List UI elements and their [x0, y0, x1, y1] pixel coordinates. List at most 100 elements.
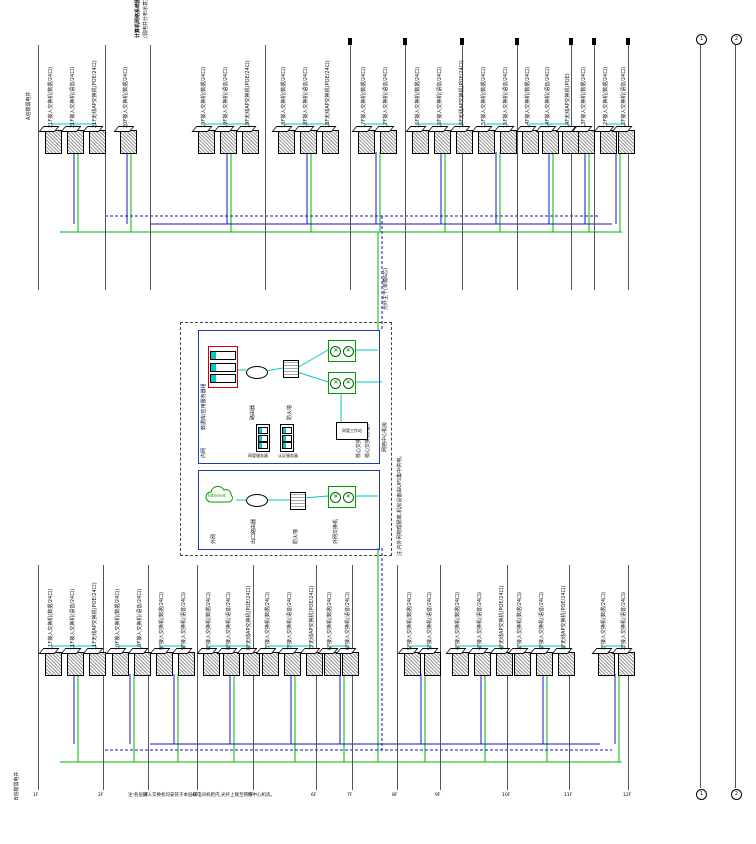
switch-icon	[112, 652, 129, 676]
device-label: 15F接入交换机(数据/24口)	[481, 66, 487, 128]
device-label: 3F无线AP交换机(POE/24口)	[561, 585, 567, 650]
switch-icon	[578, 130, 595, 154]
floor-tag: 5F	[248, 793, 254, 798]
floor-separator	[38, 45, 39, 290]
switch-icon	[618, 130, 635, 154]
floor-tag: 3F	[143, 793, 149, 798]
device-label: 3F接入交换机(语音/24口)	[539, 591, 545, 650]
switch-icon	[67, 652, 84, 676]
device-label: 18F接入交换机(语音/24口)	[303, 66, 309, 128]
device-label: 9F接入交换机(语音/24口)	[181, 591, 187, 650]
floor-tag: 6F	[311, 793, 317, 798]
switch-icon	[358, 130, 375, 154]
switch-icon	[203, 652, 220, 676]
core-switch-backup-icon: ✕ ✕	[328, 372, 356, 394]
intranet-zone-label: 内网	[201, 447, 207, 458]
device-label: 16F接入交换机(语音/24口)	[437, 66, 443, 128]
switch-icon	[536, 652, 553, 676]
switch-icon	[496, 652, 513, 676]
floor-separator	[569, 565, 570, 790]
device-label: 10F接入交换机(语音/24口)	[137, 588, 143, 650]
grid-line-2	[735, 45, 736, 788]
device-label: 4F接入交换机(语音/24口)	[477, 591, 483, 650]
switch-icon	[156, 652, 173, 676]
general-note: 注:各层接入交换机均安装于本层弱电间机柜内,光纤上联至网络中心机房。	[128, 793, 275, 798]
fan-icon: ✕	[330, 345, 342, 357]
workstation-box: 网管工作站	[336, 422, 368, 440]
switch-icon	[67, 130, 84, 154]
device-label: 7F接入交换机(语音/24口)	[287, 591, 293, 650]
switch-icon	[600, 130, 617, 154]
floor-separator	[462, 45, 463, 290]
floor-separator	[628, 45, 629, 290]
trunk-label: 光纤主干(单模6芯)	[383, 267, 389, 310]
floor-separator	[571, 45, 572, 290]
grid-bubble-1-bottom: 1	[696, 789, 707, 800]
equipment-room-boundary	[180, 322, 392, 556]
switch-icon	[424, 652, 441, 676]
switch-icon	[89, 652, 106, 676]
servers-label: 数据库/应用服务器组	[201, 383, 207, 430]
floor-separator	[148, 565, 149, 790]
floor-separator	[265, 45, 266, 290]
device-label: 9F接入交换机(数据/24口)	[159, 591, 165, 650]
switch-icon	[324, 652, 341, 676]
device-label: 14F接入交换机(语音/24口)	[545, 66, 551, 128]
device-label: 2F接入交换机(数据/24口)	[601, 591, 607, 650]
switch-icon	[618, 652, 635, 676]
switch-icon	[89, 130, 106, 154]
switch-icon	[598, 652, 615, 676]
floor-tag: 4F	[192, 793, 198, 798]
device-label: 12F接入交换机(数据/24口)	[603, 66, 609, 128]
internet-label: Internet	[208, 494, 226, 499]
switch-icon	[474, 652, 491, 676]
switch-icon	[342, 652, 359, 676]
room-label: 网络中心机房	[382, 421, 388, 452]
server-unit-icon	[210, 362, 236, 372]
device-label: 15F接入交换机(语音/24口)	[503, 66, 509, 128]
extranet-firewall-icon	[290, 492, 306, 510]
switch-icon	[223, 652, 240, 676]
internet-cloud-icon	[205, 485, 233, 503]
floor-separator	[253, 565, 254, 790]
device-label: 18F接入交换机(数据/24口)	[281, 66, 287, 128]
device-label: 10F接入交换机(数据/24口)	[115, 588, 121, 650]
device-label: 11F接入交换机(数据/24口)	[48, 588, 54, 650]
floor-tag: 8F	[392, 793, 398, 798]
device-label: 2F接入交换机(语音/24口)	[621, 591, 627, 650]
device-label: 4F无线AP交换机(POE/24口)	[499, 585, 505, 650]
riser-label-bottom: B塔楼弱电井	[14, 771, 20, 800]
floor-separator	[397, 565, 398, 790]
switch-icon	[134, 652, 151, 676]
device-label: 3F接入交换机(数据/24口)	[517, 591, 523, 650]
switch-icon	[456, 130, 473, 154]
floor-separator	[350, 45, 351, 290]
switch-icon	[242, 130, 259, 154]
device-label: 14F无线AP交换机(POE)	[565, 73, 571, 128]
extranet-switch-icon: ✕ ✕	[328, 486, 356, 508]
floor-tag: 10F	[502, 793, 511, 798]
floor-separator	[628, 565, 629, 790]
switch-icon	[500, 130, 517, 154]
device-label: 19F无线AP交换机(POE/24口)	[245, 60, 251, 128]
floor-separator	[150, 45, 151, 290]
device-label: 5F接入交换机(语音/24口)	[427, 591, 433, 650]
floor-separator	[405, 45, 406, 290]
fan-icon: ✕	[342, 377, 354, 389]
floor-separator	[316, 565, 317, 790]
grid-marker	[348, 38, 352, 45]
switch-icon	[262, 652, 279, 676]
firewall-label: 防火墙	[287, 404, 293, 420]
server-unit-icon	[210, 350, 236, 360]
device-label: 21F无线AP交换机(POE/24口)	[92, 60, 98, 128]
floor-separator	[352, 565, 353, 790]
device-label: 11F接入交换机(语音/24口)	[70, 588, 76, 650]
server-unit-icon	[282, 434, 292, 442]
fan-icon: ✕	[330, 491, 342, 503]
device-label: 21F接入交换机(数据/24口)	[48, 66, 54, 128]
switch-icon	[542, 130, 559, 154]
fan-icon: ✕	[342, 345, 354, 357]
device-label: 12F接入交换机(语音/24口)	[621, 66, 627, 128]
switch-icon	[558, 652, 575, 676]
device-label: 5F接入交换机(数据/24口)	[407, 591, 413, 650]
